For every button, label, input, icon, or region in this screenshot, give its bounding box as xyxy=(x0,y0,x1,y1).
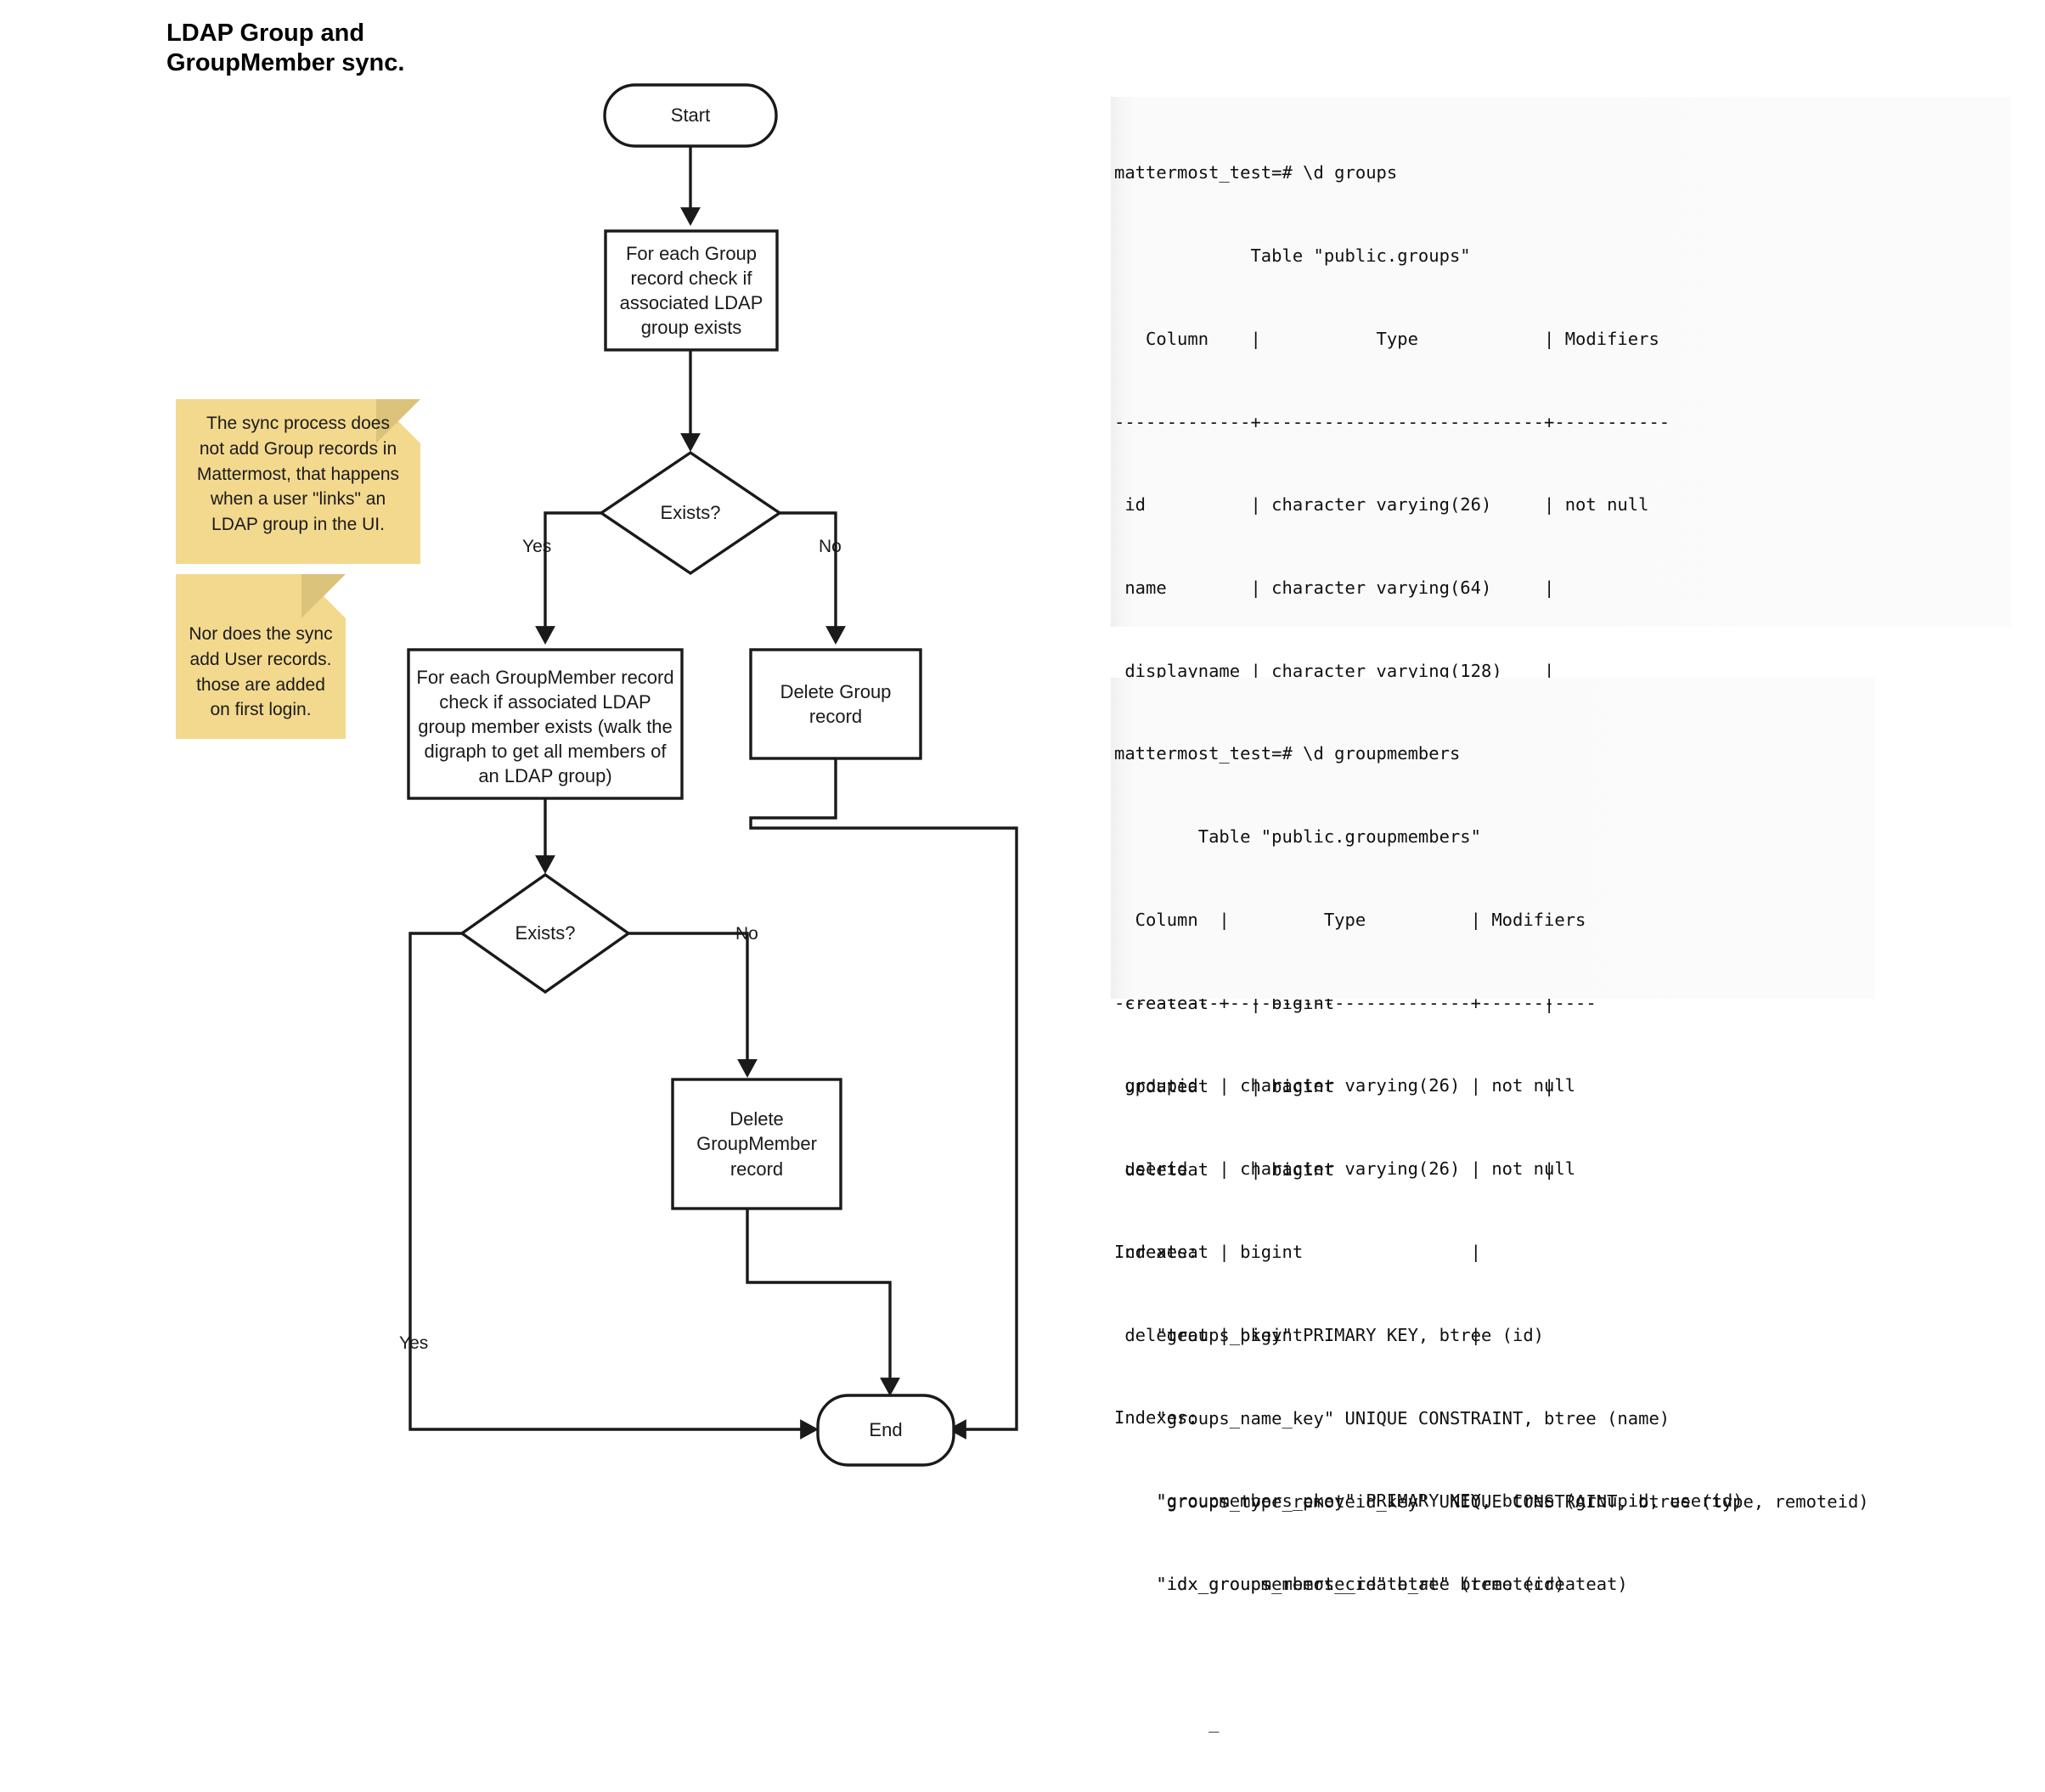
sticky-note-line: The sync process does xyxy=(206,414,390,433)
node-end-shape xyxy=(816,1394,955,1467)
page-title: LDAP Group and GroupMember sync. xyxy=(166,19,523,79)
sticky-note-text: The sync process does not add Group reco… xyxy=(176,399,420,538)
sticky-note-line: LDAP group in the UI. xyxy=(211,515,385,535)
page-title-line-2: GroupMember sync. xyxy=(166,49,405,77)
terminal-line: Column | Type | Modifiers xyxy=(1114,909,1586,930)
node-start-shape xyxy=(603,83,778,148)
sticky-note-user-records: Nor does the sync add User records. thos… xyxy=(176,574,346,739)
edge-label-no-group: No xyxy=(819,537,842,556)
sticky-note-line: Nor does the sync xyxy=(189,624,333,644)
node-delete-groupmember-shape xyxy=(671,1078,842,1210)
terminal-line: deleteat | bigint | xyxy=(1114,1324,1481,1345)
terminal-line: updateat | bigint | xyxy=(1114,1075,1555,1096)
edge-label-yes-group: Yes xyxy=(522,537,552,556)
sticky-note-line: Mattermost, that happens xyxy=(196,464,400,484)
terminal-line: mattermost_test=# \d groupmembers xyxy=(1114,743,1461,764)
node-check-groupmember-shape xyxy=(407,648,684,800)
terminal-line: createat | bigint | xyxy=(1114,1241,1481,1262)
sticky-note-line: on first login. xyxy=(210,700,312,720)
node-delete-group-shape xyxy=(749,648,922,760)
terminal-line: Indexes: xyxy=(1114,1242,1198,1263)
flowchart-graphics xyxy=(407,83,1018,1467)
terminal-line: "groupmembers_pkey" PRIMARY KEY, btree (… xyxy=(1114,1491,1744,1512)
sticky-note-fold xyxy=(376,399,420,443)
sticky-note-line: add User records. xyxy=(189,649,332,669)
terminal-line: displayname | character varying(128) | xyxy=(1114,660,1555,681)
page-title-line-1: LDAP Group and xyxy=(166,20,365,47)
node-check-group-shape xyxy=(604,229,779,352)
edge-label-yes-groupmember: Yes xyxy=(399,1333,429,1353)
sticky-note-text: Nor does the sync add User records. thos… xyxy=(176,574,346,723)
terminal-groups: mattermost_test=# \d groups Table "publi… xyxy=(1111,97,2011,1733)
terminal-line: name | character varying(64) | xyxy=(1114,578,1555,599)
terminal-line: "idx_groupmembers_create_at" btree (crea… xyxy=(1114,1574,1628,1594)
sticky-note-group-records: The sync process does not add Group reco… xyxy=(176,399,420,564)
edge-label-no-groupmember: No xyxy=(735,924,758,944)
terminal-line: Indexes: xyxy=(1114,1407,1198,1429)
node-exists-groupmember-shape xyxy=(459,872,631,995)
terminal-cursor: _ xyxy=(1114,1712,1220,1733)
diagram-canvas: LDAP Group and GroupMember sync. xyxy=(166,19,2011,1733)
sticky-note-line: not add Group records in xyxy=(199,438,397,459)
terminal-line: ----------+-----------------------+-----… xyxy=(1114,992,1597,1013)
terminal-groupmembers: mattermost_test=# \d groupmembers Table … xyxy=(1111,678,1875,1594)
terminal-line: groupid | character varying(26) | not nu… xyxy=(1114,1075,1576,1096)
terminal-line: id | character varying(26) | not null xyxy=(1114,494,1649,516)
terminal-line: userid | character varying(26) | not nul… xyxy=(1114,1158,1576,1180)
terminal-line: -------------+--------------------------… xyxy=(1114,411,1670,432)
terminal-line: deleteat | bigint | xyxy=(1114,1158,1555,1180)
sticky-note-fold xyxy=(301,574,346,618)
node-exists-group-shape xyxy=(598,450,783,576)
terminal-line: mattermost_test=# \d groups xyxy=(1114,162,1398,183)
terminal-line: Column | Type | Modifiers xyxy=(1114,328,1659,349)
terminal-line: Table "public.groupmembers" xyxy=(1114,826,1481,847)
sticky-note-line: those are added xyxy=(196,674,325,695)
terminal-line: Table "public.groups" xyxy=(1114,245,1471,266)
terminal-line: "groups_pkey" PRIMARY KEY, btree (id) xyxy=(1114,1325,1545,1346)
terminal-line: "groups_name_key" UNIQUE CONSTRAINT, btr… xyxy=(1114,1407,1670,1429)
sticky-note-line: when a user "links" an xyxy=(210,489,386,510)
